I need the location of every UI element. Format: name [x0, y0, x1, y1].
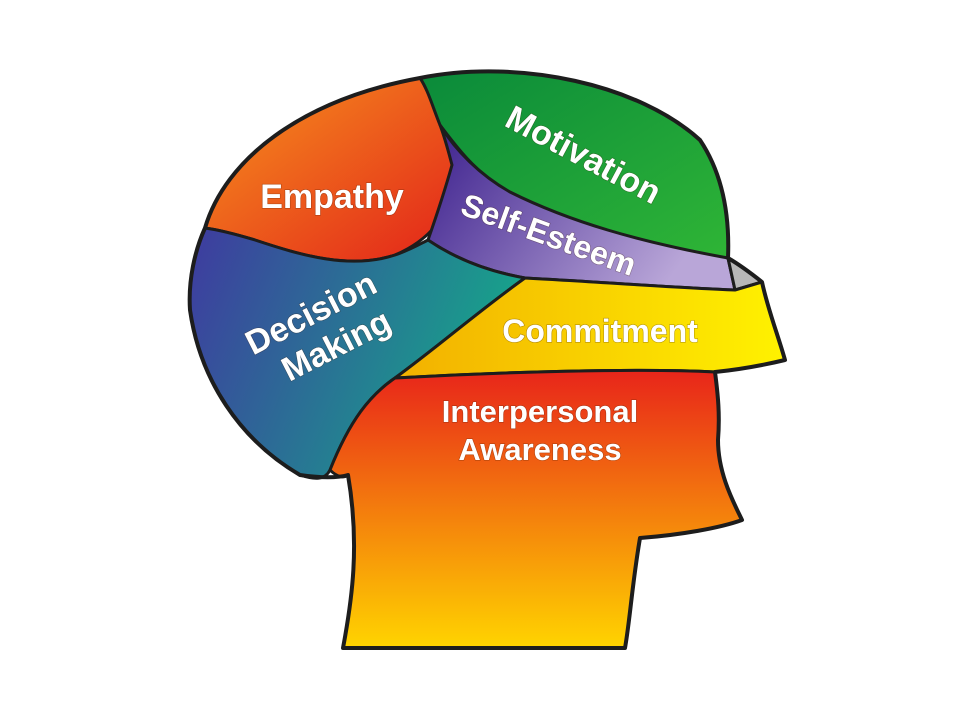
label-empathy: Empathy: [260, 178, 404, 216]
label-commitment: Commitment: [502, 313, 698, 349]
head-outline: [187, 69, 787, 650]
label-interpersonal: Interpersonal: [442, 394, 638, 429]
label-awareness: Awareness: [458, 432, 621, 467]
